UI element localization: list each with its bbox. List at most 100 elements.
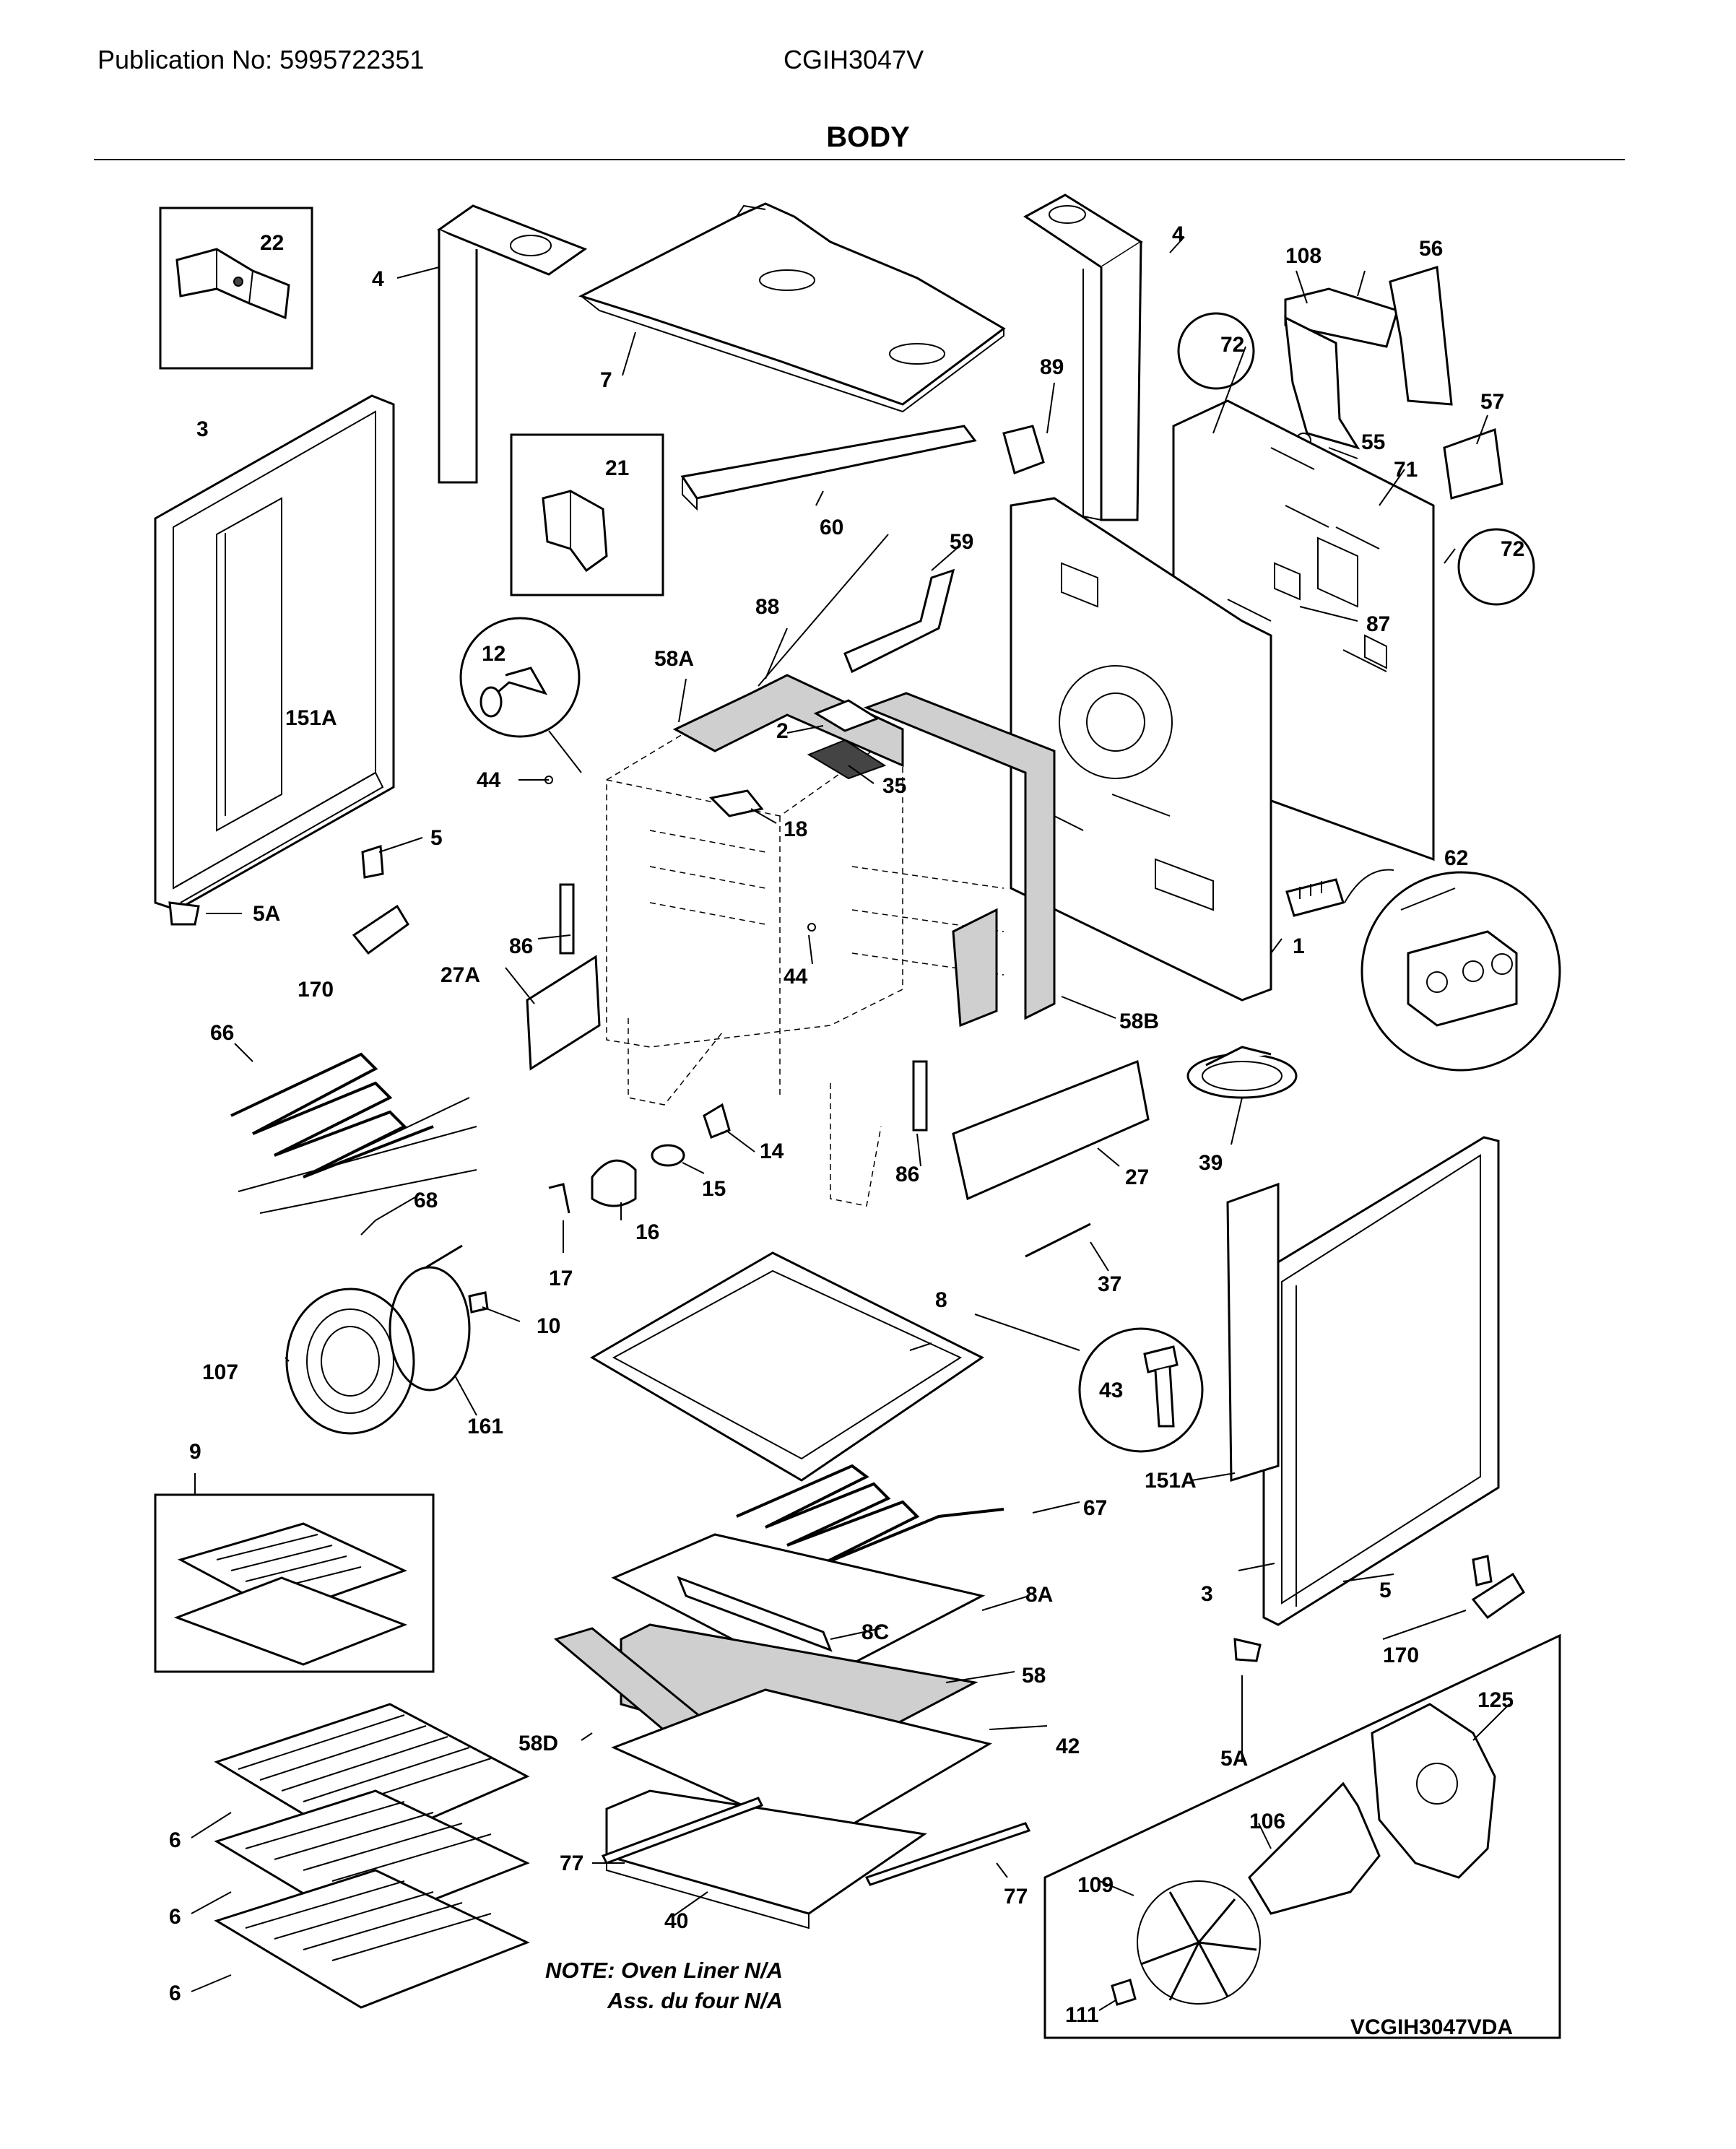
part-label-27A: 27A: [440, 963, 480, 987]
part-label-62: 62: [1444, 846, 1468, 870]
sensor-part-37: [1025, 1223, 1091, 1258]
part-label-109: 109: [1077, 1873, 1114, 1897]
part-label-1: 1: [1293, 934, 1305, 958]
part-label-71: 71: [1394, 458, 1418, 482]
part-label-18: 18: [784, 817, 807, 841]
part-label-87: 87: [1366, 612, 1390, 636]
inset-box-part-9: [154, 1493, 435, 1673]
wire-harness-part-39: [1186, 1046, 1298, 1099]
rail-part-27: [952, 1059, 1150, 1201]
part-label-170-left: 170: [298, 978, 334, 1002]
part-label-42: 42: [1056, 1735, 1080, 1758]
note: NOTE: Oven Liner N/A Ass. du four N/A: [545, 1955, 783, 2016]
leader-lines: [191, 236, 1510, 2011]
detail-circle-72-a: [1177, 312, 1255, 390]
part-label-72-b: 72: [1501, 537, 1524, 561]
part-label-40: 40: [664, 1909, 688, 1933]
part-label-58D: 58D: [518, 1732, 558, 1755]
part-label-67: 67: [1083, 1496, 1107, 1520]
bolt-detail-part-43: [974, 1314, 1204, 1453]
bracket-part-18: [708, 789, 764, 817]
part-label-5A-right: 5A: [1220, 1747, 1248, 1771]
part-label-4-left: 4: [372, 267, 384, 291]
part-label-16: 16: [635, 1220, 659, 1244]
slide-rail-part-77-b: [864, 1822, 1031, 1886]
part-label-86-a: 86: [509, 934, 533, 958]
part-label-89: 89: [1040, 355, 1064, 379]
drawer-body-part-40: [605, 1789, 927, 1929]
detail-circle-72-b: [1457, 528, 1535, 606]
part-label-5-right: 5: [1379, 1579, 1392, 1602]
leveling-foot-part-5A-a: [168, 901, 200, 926]
leveling-foot-part-5A-b: [1233, 1638, 1262, 1662]
rail-part-27A: [526, 955, 601, 1071]
part-label-5-left: 5: [430, 826, 443, 850]
part-label-58A: 58A: [654, 647, 694, 671]
leveling-leg-part-5b: [1472, 1555, 1493, 1586]
bracket-part-10: [468, 1291, 489, 1314]
part-label-55: 55: [1361, 430, 1385, 454]
door-frame-right-part-3: [1262, 1136, 1500, 1626]
control-bracket-assembly-parts-55-56-108: [1284, 266, 1453, 450]
broil-element-part-66: [230, 1052, 470, 1178]
hinge-part-86-b: [912, 1060, 928, 1132]
bracket-part-170-b: [1471, 1572, 1526, 1620]
part-label-44-a: 44: [477, 768, 501, 792]
oven-cavity-part-58A: [606, 674, 1004, 1207]
part-label-60: 60: [820, 516, 843, 539]
fan-motor-inset-box: [1043, 1633, 1561, 2039]
part-label-106: 106: [1249, 1810, 1285, 1833]
part-label-88: 88: [755, 595, 779, 619]
part-label-3-right: 3: [1201, 1582, 1213, 1606]
part-label-151A-left: 151A: [285, 706, 337, 730]
oven-bottom-part-8: [590, 1251, 984, 1482]
bracket-part-170-a: [352, 904, 409, 955]
mount-bracket-part-106: [1248, 1781, 1381, 1915]
part-label-58B: 58B: [1119, 1010, 1159, 1033]
clip-part-17: [548, 1183, 570, 1214]
part-label-21: 21: [605, 456, 629, 480]
part-label-37: 37: [1098, 1272, 1121, 1296]
part-label-43: 43: [1099, 1379, 1123, 1402]
light-cover-part-16: [591, 1159, 637, 1207]
terminal-block-part-62: [1285, 869, 1561, 1072]
part-label-86-b: 86: [895, 1163, 919, 1186]
convection-element-part-161: [389, 1244, 471, 1392]
part-label-6-c: 6: [169, 1981, 181, 2005]
part-label-35: 35: [882, 774, 906, 798]
sensor-detail-part-12: [459, 617, 582, 773]
inset-box-part-21: [510, 433, 664, 596]
part-label-107: 107: [202, 1360, 238, 1384]
slide-rail-part-77-a: [601, 1797, 764, 1864]
part-label-44-b: 44: [784, 965, 808, 989]
part-label-111: 111: [1065, 2003, 1099, 2027]
insulation-part-151A-b: [1226, 1182, 1280, 1482]
part-label-8: 8: [935, 1288, 947, 1312]
part-label-170-right: 170: [1383, 1644, 1419, 1667]
part-label-72-a: 72: [1220, 333, 1244, 357]
light-socket-part-14: [703, 1103, 731, 1139]
gasket-part-2: [813, 699, 880, 732]
leveling-leg-part-5a: [361, 844, 384, 879]
part-label-8A: 8A: [1025, 1583, 1053, 1607]
part-label-9: 9: [189, 1440, 201, 1464]
part-label-12: 12: [482, 642, 505, 666]
bracket-part-8C: [677, 1576, 833, 1652]
top-panel-part-7: [578, 202, 1006, 413]
model-number: CGIH3047V: [784, 45, 924, 74]
part-label-77-a: 77: [560, 1851, 583, 1875]
fan-cover-part-107: [285, 1288, 415, 1435]
title-divider: [94, 159, 1625, 160]
inset-box-part-22: [159, 207, 313, 370]
part-label-108: 108: [1285, 244, 1321, 268]
door-frame-left-part-3: [154, 394, 395, 911]
part-label-5A-left: 5A: [253, 902, 280, 926]
part-label-27: 27: [1125, 1165, 1149, 1189]
part-label-59: 59: [950, 530, 973, 554]
part-label-57: 57: [1480, 390, 1504, 414]
part-label-7: 7: [600, 368, 612, 392]
bake-element-part-67: [736, 1464, 1004, 1568]
side-trim-left-part-4: [436, 204, 588, 484]
part-label-8C: 8C: [862, 1620, 889, 1644]
